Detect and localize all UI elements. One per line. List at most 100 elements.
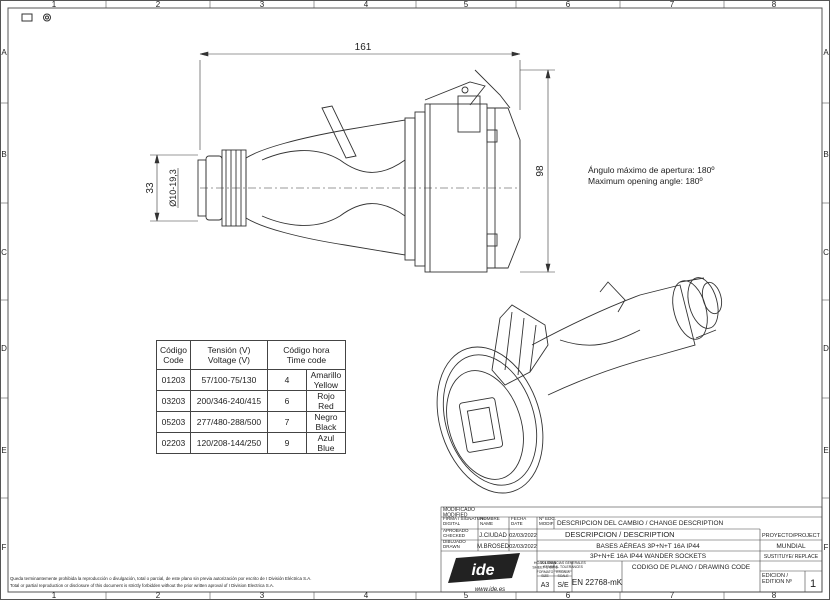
grid-row-label-right: F (824, 543, 829, 552)
project-value: MUNDIAL (776, 543, 806, 550)
grid-col-label-bottom: 2 (156, 591, 161, 600)
edition-label: EDICION /EDITION Nº (762, 573, 792, 585)
row-code: 01203 (156, 369, 191, 391)
header-voltage: Tensión (V)Voltage (V) (189, 340, 268, 370)
description-label: DESCRIPCION / DESCRIPTION (565, 530, 675, 539)
grid-row-label-left: B (1, 150, 6, 159)
description-line-1: BASES AÉREAS 3P+N+T 16A IP44 (596, 541, 700, 550)
grid-col-label-bottom: 8 (772, 591, 777, 600)
dimension-lines (150, 51, 555, 273)
approved-date: 02/03/2022 (509, 533, 537, 539)
edition-mod-label: Nº EDC.MODIF. (539, 516, 556, 526)
scale-value: S/E (557, 582, 569, 589)
change-description-label: DESCRIPCION DEL CAMBIO / CHANGE DESCRIPT… (557, 520, 724, 527)
projection-symbol-icon (21, 13, 51, 22)
grid-col-label-top: 3 (260, 0, 265, 9)
row-code: 05203 (156, 411, 191, 433)
row-time-code: 7 (266, 411, 307, 433)
dim-length: 161 (355, 42, 372, 53)
reproduction-notice-es: Queda terminantemente prohibida la repro… (10, 576, 311, 581)
row-time-code: 4 (266, 369, 307, 391)
grid-col-label-top: 8 (772, 0, 777, 9)
grid-col-label-top: 7 (670, 0, 675, 9)
row-time-code: 9 (266, 432, 307, 454)
reproduction-notice-en: Total or partial reproduction or disclos… (10, 583, 274, 588)
project-label: PROYECTO/PROJECT (762, 533, 821, 539)
grid-row-label-left: A (1, 48, 7, 57)
grid-row-label-right: A (823, 48, 829, 57)
grid-row-label-left: C (1, 248, 7, 257)
size-value: A3 (541, 582, 550, 589)
drawn-date: 02/03/2022 (509, 544, 537, 550)
grid-col-label-bottom: 4 (364, 591, 369, 600)
dim-height: 98 (535, 165, 546, 177)
isometric-view (436, 277, 723, 494)
company-website: www.ide.es (475, 587, 505, 593)
grid-row-label-right: D (823, 344, 829, 353)
dim-cable-range: Ø10-19,3 (168, 169, 178, 207)
company-logo: ide www.ide.es (448, 553, 520, 593)
grid-col-label-bottom: 7 (670, 591, 675, 600)
tolerance-code: EN 22768-mK (572, 578, 623, 587)
drawn-name: M.BROSED (477, 544, 510, 550)
grid-row-label-left: F (2, 543, 7, 552)
grid-row-label-right: E (823, 446, 828, 455)
grid-col-label-top: 5 (464, 0, 469, 9)
row-voltage: 57/100-75/130 (189, 369, 268, 391)
edition-value: 1 (810, 578, 816, 590)
drawing-code-label: CODIGO DE PLANO / DRAWING CODE (632, 564, 751, 571)
svg-text:ide: ide (471, 562, 494, 579)
inner-frame (7, 7, 823, 593)
opening-angle-note-es: Ángulo máximo de apertura: 180º (588, 165, 714, 175)
grid-col-label-bottom: 5 (464, 591, 469, 600)
grid-col-label-bottom: 3 (260, 591, 265, 600)
grid-col-label-bottom: 1 (52, 591, 57, 600)
dim-diameter: 33 (145, 182, 156, 194)
opening-angle-note-en: Maximum opening angle: 180º (588, 176, 703, 186)
grid-row-label-left: E (1, 446, 6, 455)
replace-label: SUSTITUYE/ REPLACE (764, 554, 819, 560)
row-voltage: 200/346-240/415 (189, 390, 268, 412)
row-time-code: 6 (266, 390, 307, 412)
approved-name: J.CIUDAD (479, 533, 507, 539)
grid-col-label-top: 6 (566, 0, 571, 9)
row-code: 03203 (156, 390, 191, 412)
grid-row-label-right: B (823, 150, 828, 159)
grid-col-label-top: 1 (52, 0, 57, 9)
side-view (197, 69, 521, 273)
grid-row-label-right: C (823, 248, 829, 257)
row-voltage: 277/480-288/500 (189, 411, 268, 433)
row-voltage: 120/208-144/250 (189, 432, 268, 454)
grid-col-label-top: 4 (364, 0, 369, 9)
grid-col-label-top: 2 (156, 0, 161, 9)
description-line-2: 3P+N+E 16A IP44 WANDER SOCKETS (590, 553, 707, 560)
row-code: 02203 (156, 432, 191, 454)
grid-row-label-left: D (1, 344, 7, 353)
grid-col-label-bottom: 6 (566, 591, 571, 600)
title-block (440, 506, 823, 593)
